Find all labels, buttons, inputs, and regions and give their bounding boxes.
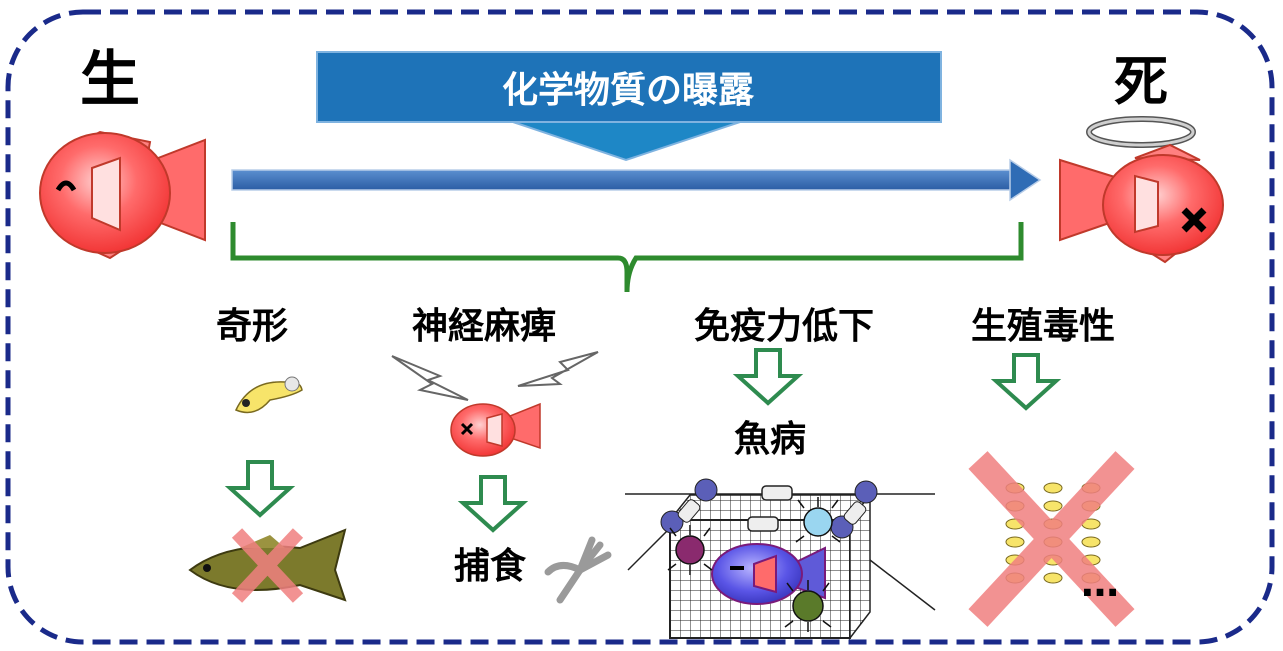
red-cross-icon bbox=[231, 528, 304, 603]
exposure-label: 化学物質の曝露 bbox=[502, 69, 755, 111]
lightning-icon bbox=[517, 351, 599, 387]
exposure-banner: 化学物質の曝露 bbox=[316, 51, 942, 162]
lightning-icon bbox=[391, 355, 469, 401]
paralyzed-fish-icon bbox=[450, 402, 541, 457]
nerve-paralysis-label: 神経麻痺 bbox=[412, 306, 556, 347]
halo-icon bbox=[1086, 116, 1196, 148]
down-arrow-icon bbox=[990, 353, 1062, 411]
timeline-arrow bbox=[231, 158, 1042, 202]
down-arrow-icon bbox=[457, 475, 529, 533]
predation-label: 捕食 bbox=[454, 546, 527, 587]
fork-icon bbox=[544, 536, 612, 604]
frame-border bbox=[5, 9, 1275, 645]
life-label: 生 bbox=[80, 45, 140, 115]
dead-fish-icon bbox=[1059, 143, 1224, 264]
smiling-fish-icon bbox=[39, 130, 206, 260]
teratogenicity-label: 奇形 bbox=[216, 306, 288, 347]
bacteria-icon bbox=[667, 497, 841, 632]
red-cross-icon bbox=[968, 451, 1135, 627]
ellipsis-label: … bbox=[1081, 561, 1119, 605]
larva-icon bbox=[234, 376, 303, 414]
death-label: 死 bbox=[1114, 50, 1168, 113]
down-arrow-icon bbox=[732, 348, 804, 406]
caged-fish-icon bbox=[711, 543, 826, 605]
effects-brace bbox=[230, 222, 1024, 293]
down-arrow-icon bbox=[224, 460, 296, 518]
fish-disease-label: 魚病 bbox=[734, 419, 806, 460]
immunosuppression-label: 免疫力低下 bbox=[694, 306, 874, 347]
reproductive-toxicity-label: 生殖毒性 bbox=[971, 306, 1115, 347]
